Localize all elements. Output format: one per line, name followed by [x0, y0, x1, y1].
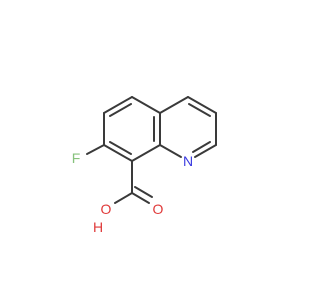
hydroxyl-hydrogen-label: H: [93, 219, 103, 235]
quinoline-carboxylic-acid-structure: F N O O H: [72, 96, 217, 235]
bond-c7-f: [86, 144, 105, 155]
bond-c8-c8a: [131, 144, 161, 162]
bond-n1-c8a: [159, 144, 182, 158]
bond-c4a-c5: [131, 96, 161, 114]
bond-c4-c3-inner: [188, 103, 211, 117]
bond-c7-c8-inner: [109, 141, 132, 155]
bond-carboxyl-c-oh: [114, 192, 133, 204]
bond-c7-c8: [103, 144, 133, 162]
pyridine-ring: [159, 96, 217, 158]
bond-c2-n1-inner: [192, 141, 211, 153]
hydroxyl-oxygen-label: O: [101, 201, 112, 217]
bond-c5-c6: [103, 96, 133, 114]
bond-carboxyl-c-o-double-inner: [134, 186, 153, 198]
benzene-ring: [103, 96, 161, 162]
nitrogen-label: N: [183, 153, 193, 169]
bond-c4-c3: [187, 96, 217, 114]
substituents: [86, 144, 153, 204]
bond-c5-c6-inner: [109, 103, 132, 117]
bond-carboxyl-c-o-double: [131, 192, 150, 204]
fluorine-label: F: [72, 150, 81, 166]
bond-c2-n1: [194, 144, 217, 158]
carbonyl-oxygen-label: O: [153, 201, 164, 217]
bond-c4a-c4: [159, 96, 189, 114]
